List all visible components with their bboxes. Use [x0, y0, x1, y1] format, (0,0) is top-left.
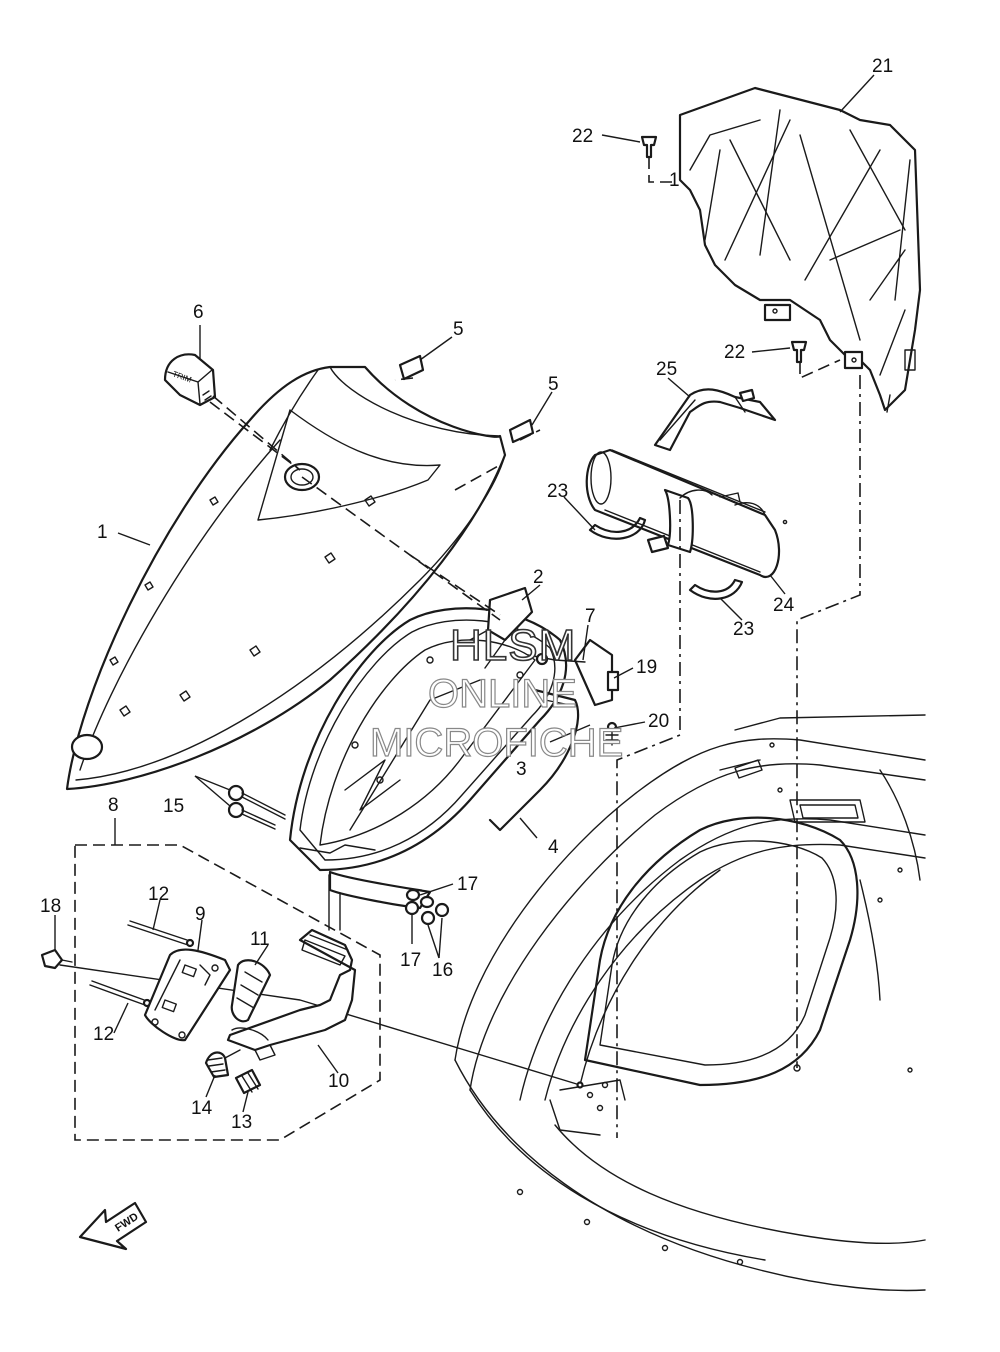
callout-12-top: 12	[148, 884, 169, 905]
cover-panel	[678, 86, 922, 413]
storage-tube-24	[585, 448, 788, 579]
watermark-line-2: ONLINE	[428, 672, 577, 716]
callout-13: 13	[231, 1112, 252, 1133]
callout-22-top: 22	[572, 126, 593, 147]
pedal-assembly	[40, 920, 357, 1095]
callout-22-middle: 22	[724, 342, 745, 363]
callout-1: 1	[97, 522, 108, 543]
callout-8: 8	[108, 795, 119, 816]
callout-15: 15	[163, 796, 184, 817]
forward-direction-arrow: FWD	[78, 1201, 148, 1251]
callout-16: 16	[432, 960, 453, 981]
callout-10: 10	[328, 1071, 349, 1092]
watermark-line-3: MICROFICHE	[370, 721, 623, 765]
callout-4: 4	[548, 837, 559, 858]
bolts-15	[227, 784, 286, 830]
callout-6: 6	[193, 302, 204, 323]
callout-25: 25	[656, 359, 677, 380]
callout-9: 9	[195, 904, 206, 925]
bands-23	[588, 516, 744, 600]
callout-18: 18	[40, 896, 61, 917]
ref-mark-1: 1	[669, 170, 680, 191]
callout-5-right: 5	[548, 374, 559, 395]
callout-7: 7	[585, 606, 596, 627]
strap-25	[653, 388, 777, 452]
pedal-assembly-box	[74, 818, 381, 1141]
callout-2: 2	[533, 567, 544, 588]
callout-19: 19	[636, 657, 657, 678]
callout-17-bottom: 17	[400, 950, 421, 971]
callout-labels: 1 2 3 4 5 5 6 7 8 9 10 11 12 12 13 14 15…	[40, 56, 893, 1133]
callout-5-top: 5	[453, 319, 464, 340]
nuts-16-17	[404, 888, 450, 926]
watermark: HLSM ONLINE MICROFICHE	[369, 620, 624, 765]
callout-14: 14	[191, 1098, 213, 1119]
callout-23-bottom: 23	[733, 619, 754, 640]
clip-parts	[394, 354, 541, 444]
fasteners-22	[640, 135, 841, 380]
hood-cover	[65, 365, 507, 791]
callout-17-right: 17	[457, 874, 478, 895]
callout-3: 3	[516, 759, 527, 780]
callout-11: 11	[250, 929, 270, 950]
watermark-line-1: HLSM	[450, 621, 576, 670]
callout-12-bottom: 12	[93, 1024, 114, 1045]
callout-24: 24	[773, 595, 795, 616]
callout-21: 21	[872, 56, 893, 77]
callout-20: 20	[648, 711, 669, 732]
reference-lines	[59, 375, 861, 1138]
trim-switch: TRIM	[163, 353, 301, 471]
hull-deck	[454, 714, 926, 1292]
callout-23-top: 23	[547, 481, 568, 502]
leader-lines	[54, 74, 875, 1113]
